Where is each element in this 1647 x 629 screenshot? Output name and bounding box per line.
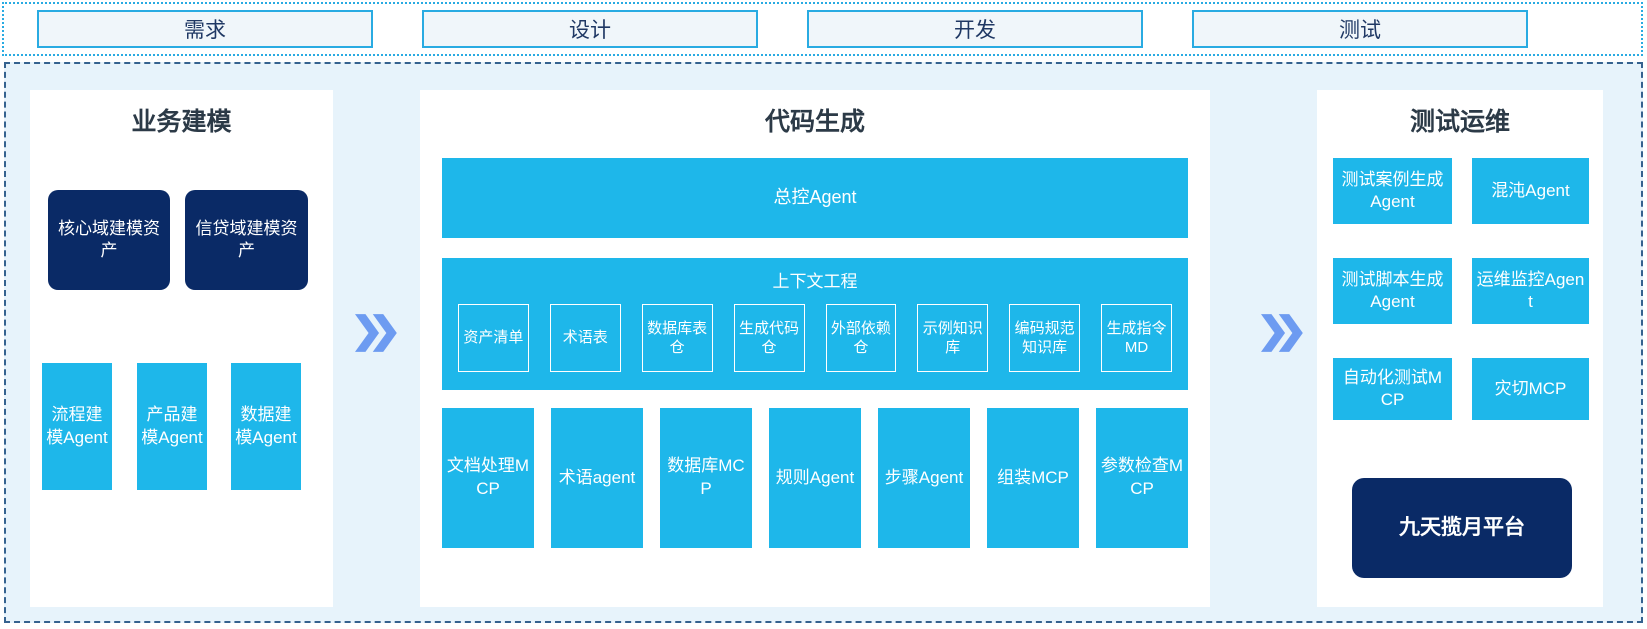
phase-label: 需求	[184, 19, 226, 42]
double-chevron-right-icon	[1261, 314, 1303, 352]
context-engineering-group: 上下文工程 资产清单 术语表 数据库表仓 生成代码仓 外部依赖仓 示例知识库 编…	[442, 258, 1188, 390]
panel-title: 业务建模	[131, 108, 232, 136]
box-external-dependency-repo: 外部依赖仓	[825, 304, 897, 372]
context-engineering-title: 上下文工程	[772, 272, 858, 291]
phase-label: 开发	[954, 19, 996, 42]
phase-design: 设计	[422, 10, 758, 48]
panel-title: 代码生成	[764, 108, 865, 136]
box-parameter-check-mcp: 参数检查MCP	[1096, 408, 1188, 548]
box-automated-test-mcp: 自动化测试MCP	[1333, 358, 1452, 420]
box-coding-standard-knowledge-base: 编码规范知识库	[1009, 304, 1081, 372]
box-terminology-agent: 术语agent	[551, 408, 643, 548]
phase-label: 设计	[569, 19, 611, 42]
box-database-mcp: 数据库MCP	[660, 408, 752, 548]
box-product-modeling-agent: 产品建模Agent	[137, 363, 207, 490]
box-glossary: 术语表	[549, 304, 621, 372]
phase-development: 开发	[807, 10, 1143, 48]
box-assembly-mcp: 组装MCP	[987, 408, 1079, 548]
box-disaster-switch-mcp: 灾切MCP	[1472, 358, 1589, 420]
box-test-script-generation-agent: 测试脚本生成Agent	[1333, 258, 1452, 324]
main-container: 业务建模 核心域建模资产 信贷域建模资产 流程建模Agent 产品建模Agent…	[4, 62, 1643, 623]
box-data-modeling-agent: 数据建模Agent	[231, 363, 301, 490]
box-test-case-generation-agent: 测试案例生成Agent	[1333, 158, 1452, 224]
panel-business-modeling: 业务建模 核心域建模资产 信贷域建模资产 流程建模Agent 产品建模Agent…	[30, 90, 333, 607]
phase-label: 测试	[1339, 19, 1381, 42]
box-credit-domain-modeling-assets: 信贷域建模资产	[185, 190, 308, 290]
phase-requirements: 需求	[37, 10, 373, 48]
panel-code-generation: 代码生成 总控Agent 上下文工程 资产清单 术语表 数据库表仓 生成代码仓 …	[420, 90, 1210, 607]
box-chaos-agent: 混沌Agent	[1472, 158, 1589, 224]
double-chevron-right-icon	[355, 314, 397, 352]
box-master-agent: 总控Agent	[442, 158, 1188, 238]
box-database-table-repo: 数据库表仓	[641, 304, 713, 372]
box-example-knowledge-base: 示例知识库	[917, 304, 989, 372]
box-generated-code-repo: 生成代码仓	[733, 304, 805, 372]
context-engineering-items: 资产清单 术语表 数据库表仓 生成代码仓 外部依赖仓 示例知识库 编码规范知识库…	[442, 292, 1188, 372]
box-step-agent: 步骤Agent	[878, 408, 970, 548]
box-rule-agent: 规则Agent	[769, 408, 861, 548]
box-document-processing-mcp: 文档处理MCP	[442, 408, 534, 548]
box-core-domain-modeling-assets: 核心域建模资产	[48, 190, 170, 290]
box-generation-instruction-md: 生成指令MD	[1101, 304, 1172, 372]
box-ops-monitoring-agent: 运维监控Agent	[1472, 258, 1589, 324]
box-jiutian-lanyue-platform: 九天揽月平台	[1352, 478, 1572, 578]
phase-testing: 测试	[1192, 10, 1528, 48]
box-process-modeling-agent: 流程建模Agent	[42, 363, 112, 490]
panel-title: 测试运维	[1409, 108, 1510, 136]
panel-test-ops: 测试运维 测试案例生成Agent 混沌Agent 测试脚本生成Agent 运维监…	[1317, 90, 1603, 607]
box-asset-list: 资产清单	[458, 304, 529, 372]
phase-strip: 需求 设计 开发 测试	[2, 2, 1643, 56]
worker-row: 文档处理MCP 术语agent 数据库MCP 规则Agent 步骤Agent 组…	[442, 408, 1188, 548]
